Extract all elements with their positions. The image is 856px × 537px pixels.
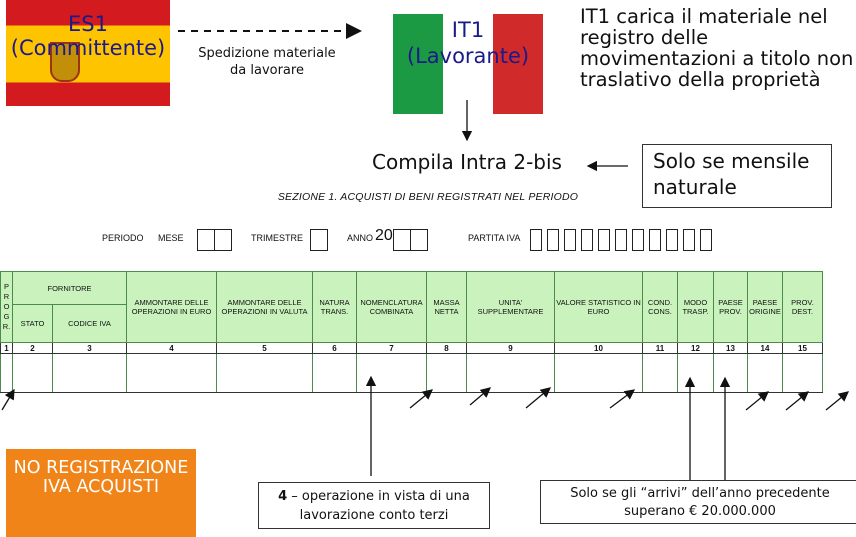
- th-col-9: UNITA' SUPPLEMENTARE: [466, 271, 555, 343]
- th-col-12: MODO TRASP.: [677, 271, 714, 343]
- callout-arrivi-box: Solo se gli “arrivi” dell’anno precedent…: [540, 480, 856, 524]
- anno-value: 20: [375, 227, 393, 244]
- th-col-5: AMMONTARE DELLE OPERAZIONI IN VALUTA: [216, 271, 313, 343]
- diag-arrow-13: [745, 391, 770, 411]
- th-fornitore: FORNITORE: [12, 271, 127, 305]
- th-stato: STATO: [12, 304, 53, 343]
- mese-box-2: [214, 229, 232, 251]
- es1-role: (Committente): [10, 36, 166, 60]
- th-col-11: COND. CONS.: [642, 271, 678, 343]
- italy-flag: IT1 (Lavorante): [393, 14, 543, 114]
- partita-iva-label: PARTITA IVA: [468, 233, 521, 243]
- th-col-4: AMMONTARE DELLE OPERAZIONI IN EURO: [126, 271, 217, 343]
- periodo-label: PERIODO: [102, 233, 144, 243]
- callout-natura-text: – operazione in vista di una lavorazione…: [287, 489, 470, 523]
- th-col-7: NOMENCLATURA COMBINATA: [356, 271, 427, 343]
- diag-arrow-7: [409, 389, 434, 409]
- shipping-label: Spedizione materiale da lavorare: [198, 46, 336, 78]
- th-col-8: MASSA NETTA: [426, 271, 467, 343]
- it1-code: IT1: [451, 18, 485, 42]
- diag-arrow-9: [525, 387, 551, 409]
- intra-table: P R O G R. FORNITORE AMMONTARE DELLE OPE…: [0, 271, 823, 393]
- th-col-14: PAESE ORIGINE: [747, 271, 783, 343]
- th-codice-iva: CODICE IVA: [52, 304, 127, 343]
- section-title: SEZIONE 1. ACQUISTI DI BENI REGISTRATI N…: [277, 191, 579, 203]
- diag-arrow-15: [825, 391, 850, 411]
- trimestre-label: TRIMESTRE: [251, 233, 304, 243]
- anno-box-2: [410, 229, 428, 251]
- es1-code: ES1: [68, 12, 108, 36]
- no-registrazione-box: NO REGISTRAZIONE IVA ACQUISTI: [6, 449, 196, 537]
- spain-crest-icon: [50, 42, 80, 82]
- solo-mensile-box: Solo se mensile naturale: [642, 144, 832, 208]
- th-col-6: NATURA TRANS.: [312, 271, 357, 343]
- it1-role: (Lavorante): [406, 44, 530, 68]
- it1-description: IT1 carica il materiale nel registro del…: [580, 5, 854, 91]
- trimestre-box: [310, 229, 328, 251]
- diag-arrow-10: [609, 389, 636, 409]
- entry-row: [0, 353, 823, 393]
- callout-natura-number: 4: [278, 489, 288, 504]
- compila-intra-label: Compila Intra 2-bis: [372, 150, 562, 174]
- anno-label: ANNO: [347, 233, 374, 243]
- diag-arrow-14: [785, 391, 810, 411]
- mese-label: MESE: [158, 233, 184, 243]
- diag-arrow-8: [469, 387, 491, 406]
- diag-arrow-1: [1, 388, 15, 411]
- callout-natura-box: 4 – operazione in vista di una lavorazio…: [258, 482, 490, 529]
- spain-flag: ES1 (Committente): [6, 0, 170, 106]
